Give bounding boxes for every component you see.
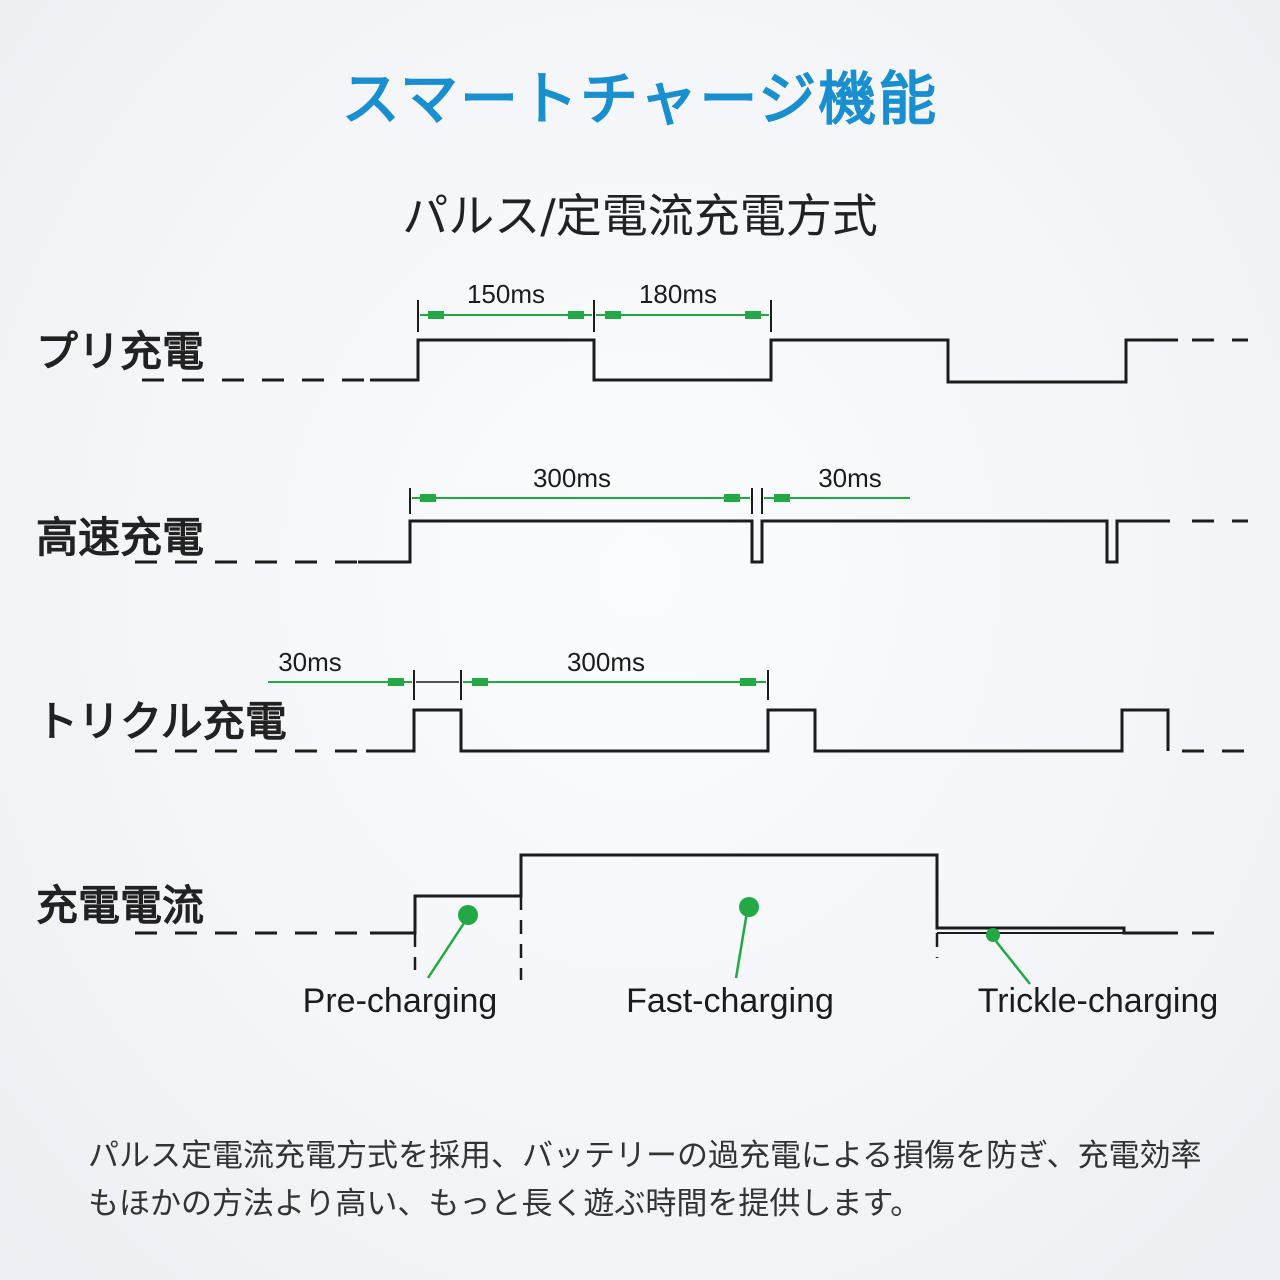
pre-charge-waveform — [142, 338, 1248, 384]
trickle-charge-duration-markers — [268, 670, 769, 700]
phase-label-fast-charging: Fast-charging — [626, 982, 834, 1020]
trickle-charge-duration-2: 300ms — [567, 647, 645, 677]
charge-current-waveform — [135, 853, 1215, 980]
phase-label-trickle-charging: Trickle-charging — [978, 982, 1219, 1020]
row-label-charge-current: 充電電流 — [36, 881, 205, 930]
fast-charge-duration-markers — [409, 488, 910, 514]
row-label-fast-charge: 高速充電 — [36, 513, 205, 562]
description-text: パルス定電流充電方式を採用、バッテリーの過充電による損傷を防ぎ、充電効率もほかの… — [88, 1138, 1202, 1222]
pre-charge-duration-2: 180ms — [639, 279, 717, 309]
fast-charge-duration-2: 30ms — [818, 463, 882, 493]
fast-charge-duration-1: 300ms — [533, 463, 611, 493]
page-subtitle: パルス/定電流充電方式 — [402, 189, 878, 243]
pre-charging-dot — [458, 905, 478, 925]
fast-charge-waveform — [135, 519, 1248, 564]
phase-label-pre-charging: Pre-charging — [303, 982, 498, 1020]
row-label-trickle-charge: トリクル充電 — [36, 697, 287, 746]
fast-charging-dot — [739, 897, 759, 917]
page-title: スマートチャージ機能 — [341, 65, 939, 133]
phase-pointers — [426, 897, 1031, 985]
pre-charge-duration-markers — [417, 300, 772, 332]
row-label-pre-charge: プリ充電 — [36, 327, 205, 376]
trickle-charge-waveform — [135, 708, 1248, 753]
trickle-charging-dot — [986, 928, 1000, 942]
trickle-charge-duration-1: 30ms — [278, 647, 342, 677]
pre-charge-duration-1: 150ms — [467, 279, 545, 309]
